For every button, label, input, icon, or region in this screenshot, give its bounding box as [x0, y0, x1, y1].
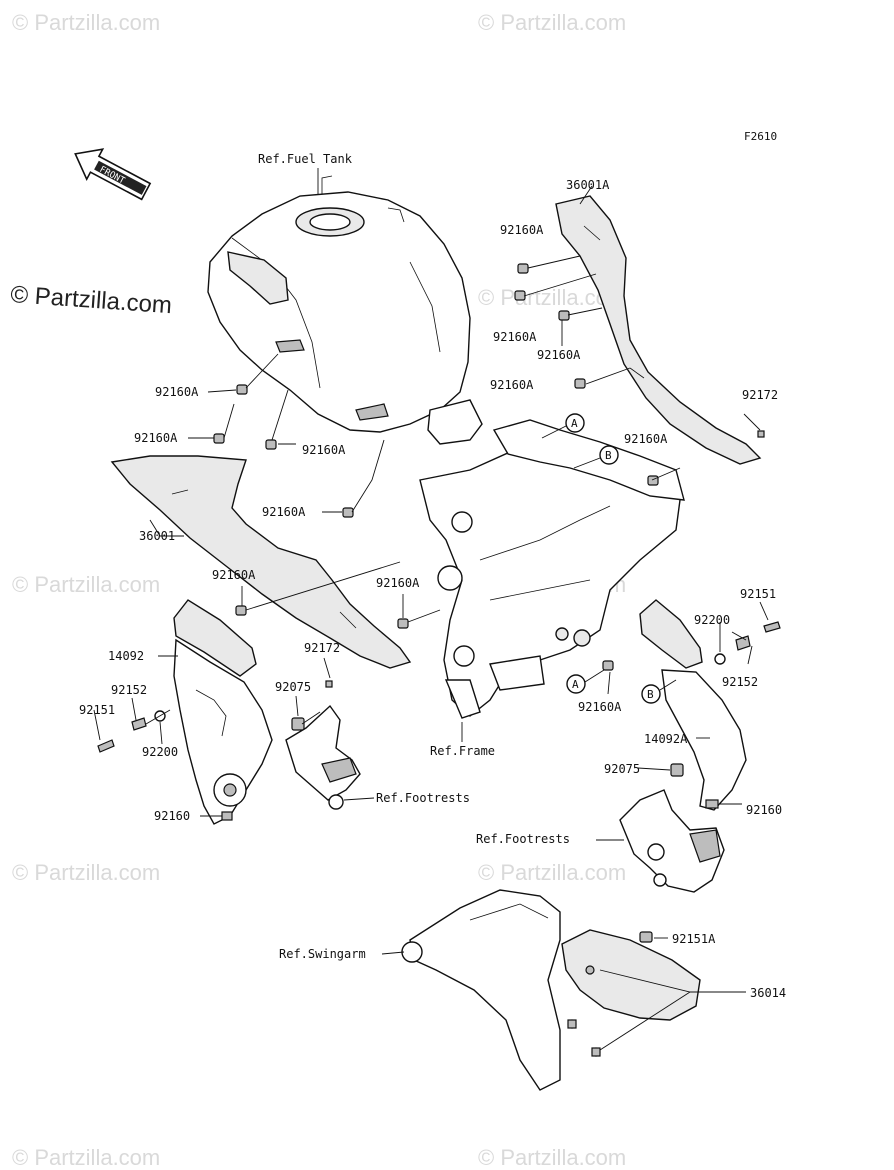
watermark: © Partzilla.com [12, 1145, 160, 1170]
part-label: 92160 [154, 809, 190, 823]
watermark: © Partzilla.com [12, 860, 160, 885]
left-frame-cover [173, 599, 273, 825]
part-label: 92160A [134, 431, 178, 445]
partzilla-watermark: © Partzilla.com [10, 281, 173, 319]
part-label: 92160A [155, 385, 199, 399]
part-label: 36001 [139, 529, 175, 543]
callout-letter: B [605, 449, 612, 462]
part-label: 92160A [302, 443, 346, 457]
part-label: 92160A [578, 700, 622, 714]
part-label: 92151 [79, 703, 115, 717]
part-label: 92172 [742, 388, 778, 402]
part-label: 92200 [142, 745, 178, 759]
fuel-tank [207, 175, 483, 445]
part-label: 92075 [604, 762, 640, 776]
watermark: © Partzilla.com [12, 10, 160, 35]
leader-lines [93, 185, 769, 1051]
part-label: 36014 [750, 986, 786, 1000]
part-label: 92160A [500, 223, 544, 237]
part-label: 92152 [722, 675, 758, 689]
left-footrest [285, 704, 361, 810]
part-label: 92160A [262, 505, 306, 519]
ref-fuel-tank-label: Ref.Fuel Tank [258, 152, 353, 166]
callout-a-top: A [565, 413, 585, 433]
part-labels: 36001A 92160A 92160A 92160A 92160A 92172… [79, 178, 786, 1000]
front-arrow-icon: FRONT [74, 148, 152, 201]
callout-letter: B [647, 688, 654, 701]
watermark: © Partzilla.com [12, 572, 160, 597]
ref-swingarm-label: Ref.Swingarm [279, 947, 366, 961]
callout-b-top: B [599, 445, 619, 465]
part-label: 92160 [746, 803, 782, 817]
right-frame-cover [639, 599, 747, 811]
part-label: 92160A [212, 568, 256, 582]
part-label: 92160A [490, 378, 534, 392]
watermark: © Partzilla.com [478, 860, 626, 885]
frame [419, 419, 685, 719]
chain-cover [561, 929, 701, 1057]
part-label: 92151A [672, 932, 716, 946]
callout-letter: A [571, 417, 578, 430]
part-label: 14092 [108, 649, 144, 663]
right-footrest [619, 789, 725, 893]
part-label: 14092A [644, 732, 688, 746]
part-label: 36001A [566, 178, 610, 192]
watermark: © Partzilla.com [478, 10, 626, 35]
callout-letter: A [572, 678, 579, 691]
part-label: 92151 [740, 587, 776, 601]
ref-frame-label: Ref.Frame [430, 744, 495, 758]
part-label: 92152 [111, 683, 147, 697]
ref-footrests-right-label: Ref.Footrests [476, 832, 570, 846]
swingarm [401, 889, 561, 1091]
part-label: 92200 [694, 613, 730, 627]
left-side-cover [110, 455, 412, 669]
right-side-cover [555, 195, 762, 465]
part-label: 92160A [493, 330, 537, 344]
part-label: 92075 [275, 680, 311, 694]
callout-b-bottom: B [641, 684, 661, 704]
callout-a-bottom: A [566, 674, 586, 694]
part-label: 92160A [624, 432, 668, 446]
part-label: 92172 [304, 641, 340, 655]
part-label: 92160A [376, 576, 420, 590]
part-label: 92160A [537, 348, 581, 362]
ref-footrests-left-label: Ref.Footrests [376, 791, 470, 805]
watermark: © Partzilla.com [478, 1145, 626, 1170]
diagram-code: F2610 [744, 130, 777, 143]
hardware [97, 263, 781, 1057]
